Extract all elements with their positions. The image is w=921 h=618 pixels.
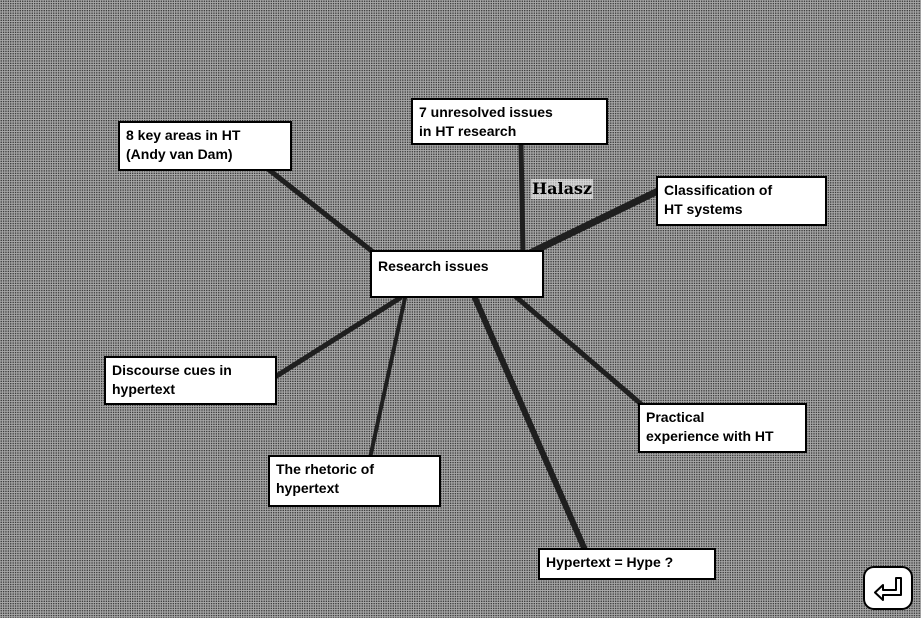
node-practical-experience[interactable]: Practical experience with HT [638,403,807,453]
node-research-issues[interactable]: Research issues [370,250,544,298]
node-hypertext-hype[interactable]: Hypertext = Hype ? [538,548,716,580]
link-to-discourse [272,295,403,380]
node-8-key-areas-line-1: 8 key areas in HT [126,127,241,143]
link-to-van-dam [265,166,381,259]
link-to-practical [512,293,651,413]
link-to-hype [472,295,588,553]
node-discourse-cues[interactable]: Discourse cues in hypertext [104,356,277,405]
return-button[interactable] [863,566,913,610]
node-8-key-areas[interactable]: 8 key areas in HT (Andy van Dam) [118,121,292,171]
node-classification[interactable]: Classification of HT systems [656,176,827,226]
node-hypertext-hype-line-1: Hypertext = Hype ? [546,554,674,570]
halasz-annotation: Halasz [531,179,594,199]
node-discourse-cues-line-1: Discourse cues in [112,362,232,378]
node-8-key-areas-line-2: (Andy van Dam) [126,146,233,162]
node-practical-experience-line-2: experience with HT [646,428,774,444]
node-7-unresolved-issues[interactable]: 7 unresolved issues in HT research [411,98,608,145]
node-rhetoric-of-hypertext-line-2: hypertext [276,480,340,496]
node-rhetoric-of-hypertext[interactable]: The rhetoric of hypertext [268,455,441,507]
return-arrow-icon [874,577,902,601]
link-to-classification [524,186,664,258]
node-research-issues-line-1: Research issues [378,258,489,274]
node-discourse-cues-line-2: hypertext [112,381,176,397]
link-to-rhetoric [368,296,407,460]
node-practical-experience-line-1: Practical [646,409,705,425]
node-7-unresolved-issues-line-1: 7 unresolved issues [419,104,553,120]
node-classification-line-1: Classification of [664,182,773,198]
node-classification-line-2: HT systems [664,201,743,217]
node-7-unresolved-issues-line-2: in HT research [419,123,517,139]
node-rhetoric-of-hypertext-line-1: The rhetoric of [276,461,375,477]
link-to-unresolved [518,140,526,256]
